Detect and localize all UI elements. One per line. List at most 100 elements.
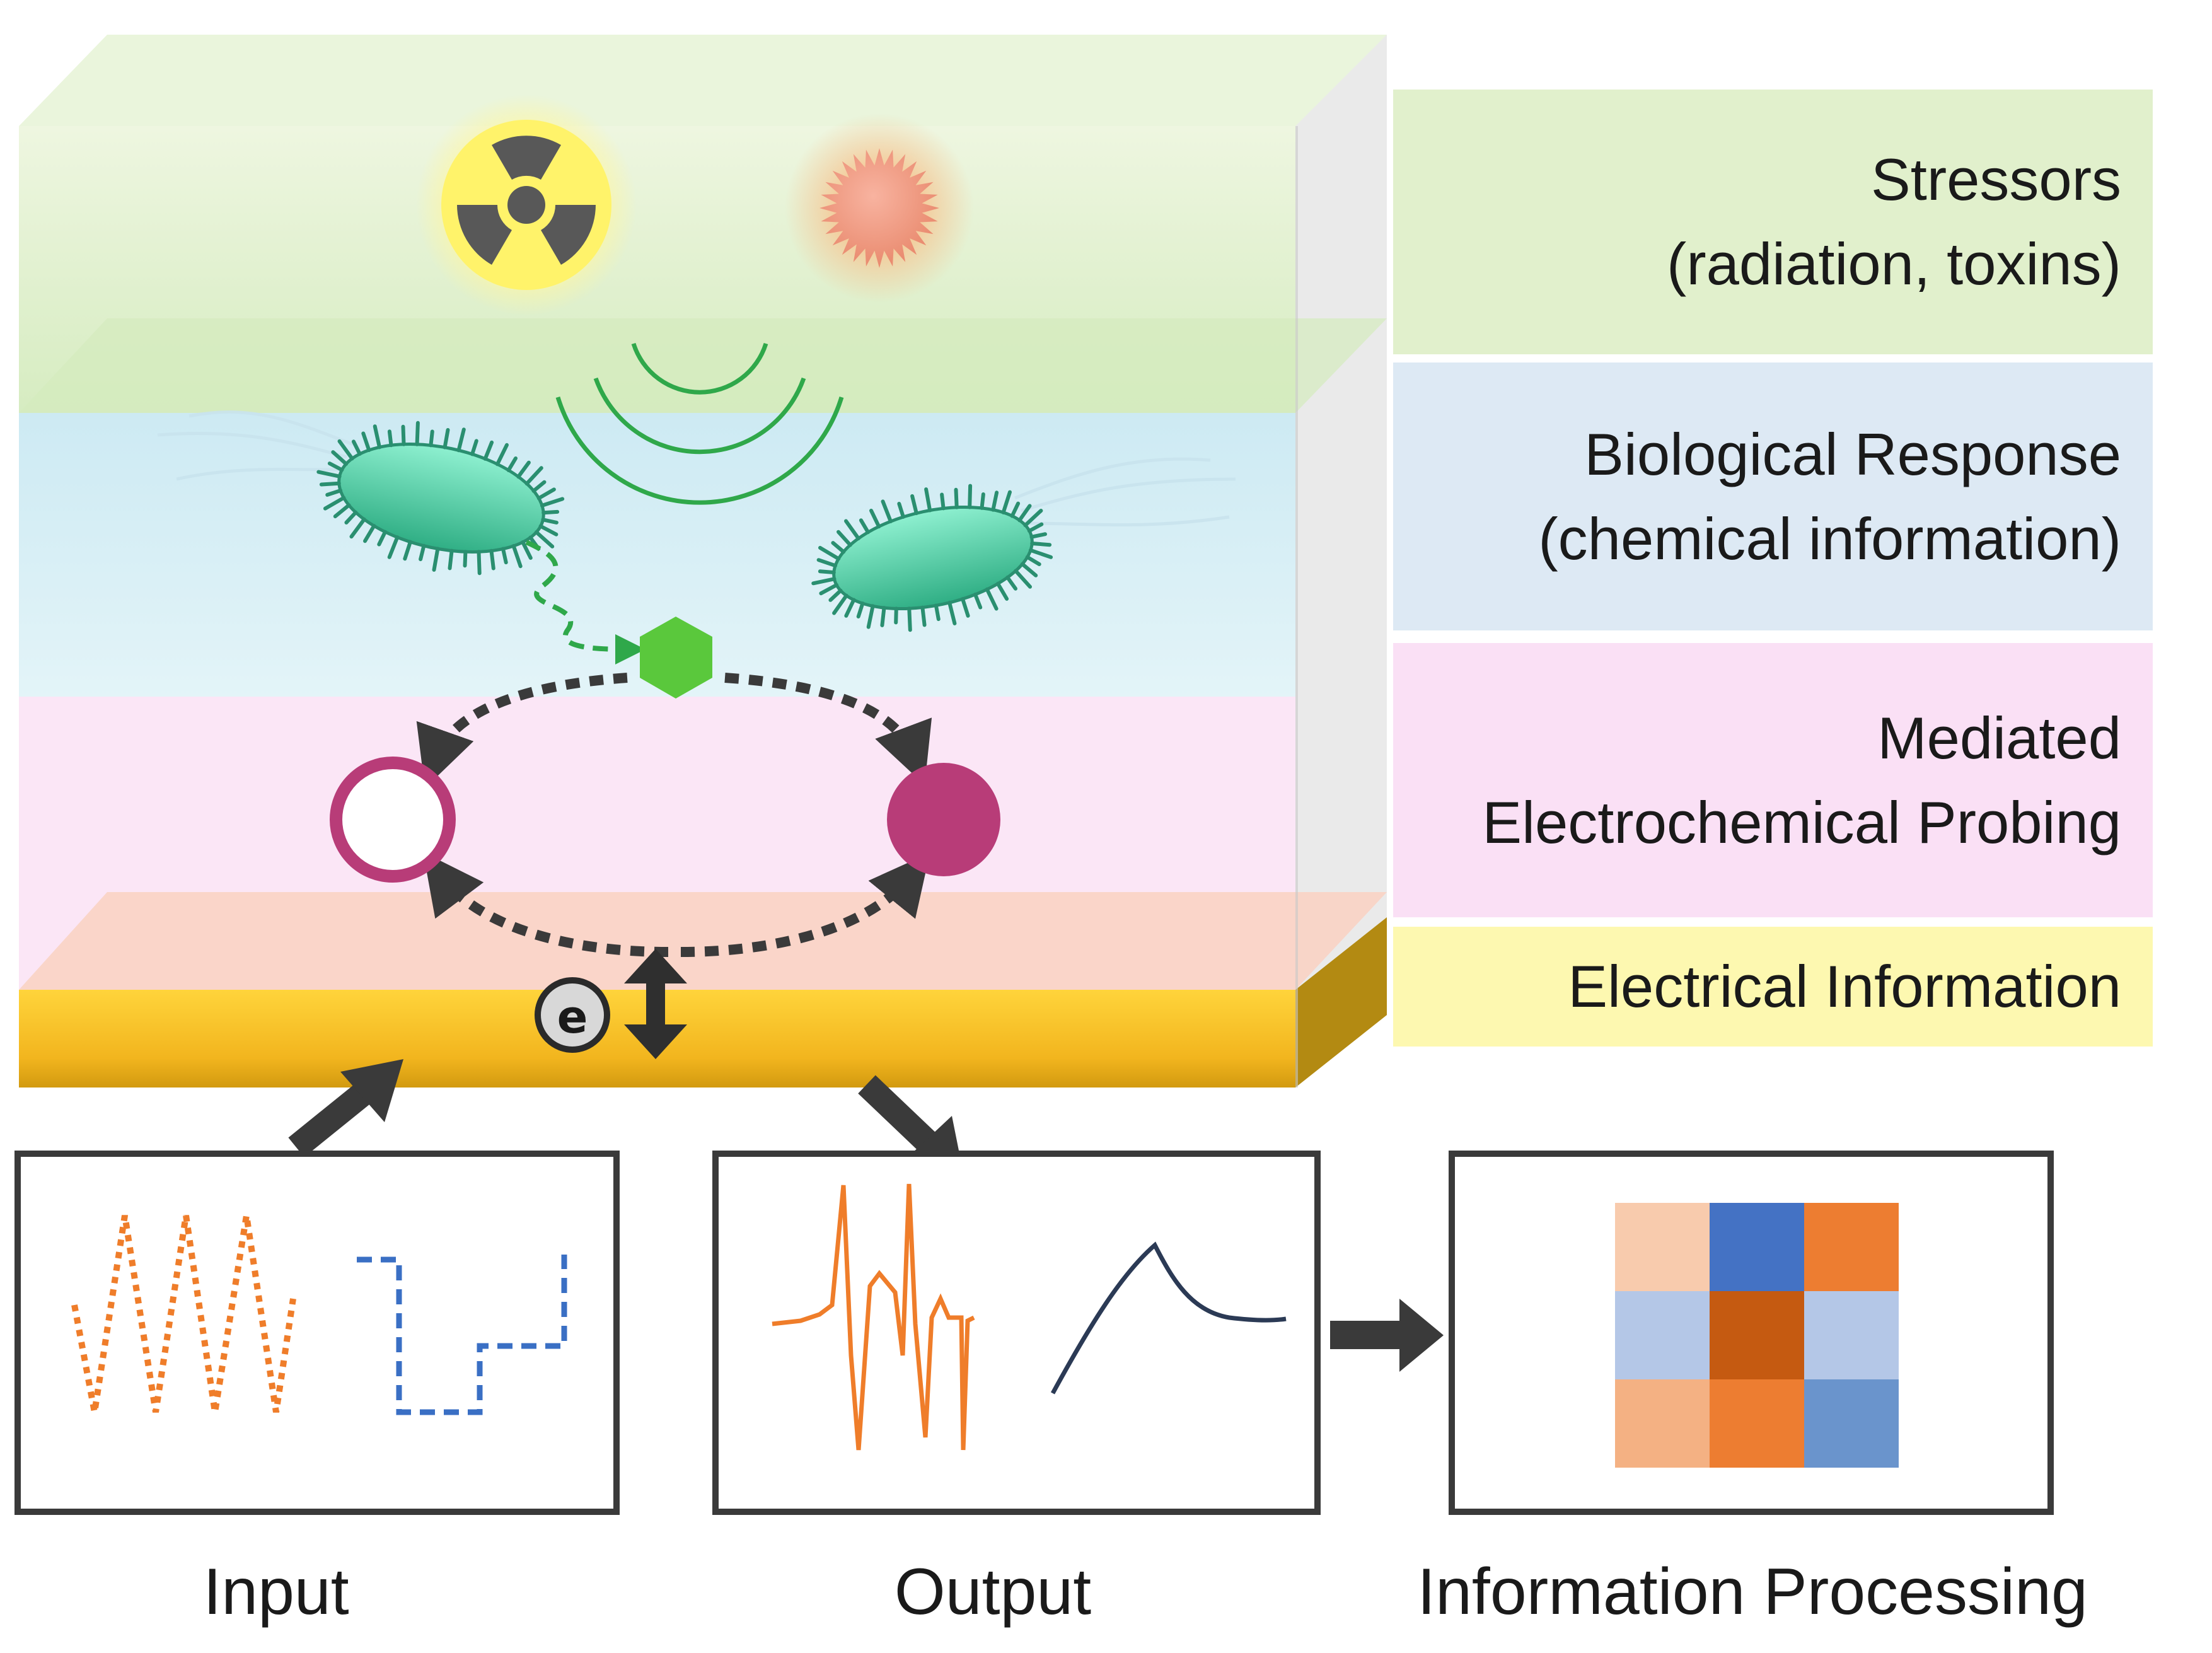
bacterium-right-icon bbox=[811, 457, 1236, 632]
bacterium-pilus bbox=[495, 443, 509, 467]
bacterium-pilus bbox=[1005, 575, 1017, 591]
bacterium-pilus bbox=[415, 420, 420, 446]
bacterium-pilus bbox=[501, 547, 508, 565]
processing-caption: Information Processing bbox=[1417, 1555, 2088, 1628]
bacterium-pilus bbox=[1030, 542, 1052, 547]
processing-arrow bbox=[1330, 1299, 1444, 1372]
block-top-face bbox=[19, 35, 1387, 126]
bacterium-pilus bbox=[319, 481, 341, 487]
bacterium-pilus bbox=[1010, 501, 1021, 518]
bacterium-pilus bbox=[524, 466, 543, 486]
bacterium-pilus bbox=[531, 480, 547, 493]
bacterium-pilus bbox=[541, 509, 560, 515]
bacterium-pilus bbox=[818, 545, 841, 561]
bacterium-pilus bbox=[1028, 548, 1053, 559]
bacterium-pilus bbox=[837, 530, 852, 547]
electrical-label: Electrical Information bbox=[1393, 927, 2153, 1047]
bacterium-pilus bbox=[859, 518, 870, 535]
bacterium-pilus bbox=[1025, 555, 1041, 566]
signal-waves-icon bbox=[555, 342, 844, 505]
electrical-title: Electrical Information bbox=[1568, 953, 2121, 1019]
stressors-label: Stressors (radiation, toxins) bbox=[1393, 90, 2153, 354]
bacterium-pilus bbox=[429, 429, 434, 448]
bacterium-pilus bbox=[897, 502, 905, 519]
bacterium-pilus bbox=[924, 487, 932, 513]
heatmap-cell bbox=[1804, 1379, 1899, 1468]
bacterium-pilus bbox=[337, 439, 354, 461]
bacterium-pilus bbox=[333, 503, 351, 519]
bacterium-pilus bbox=[880, 606, 886, 627]
bacterium-pilus bbox=[403, 540, 412, 561]
heatmap-cell bbox=[1804, 1291, 1899, 1379]
biological-subtitle: (chemical information) bbox=[1538, 505, 2121, 572]
bacterium-pilus bbox=[1020, 562, 1038, 577]
bacterium-left-icon bbox=[157, 410, 565, 576]
bacterium-pilus bbox=[1027, 522, 1044, 533]
redox-cycle-arrows bbox=[416, 673, 932, 957]
biological-title: Biological Response bbox=[1584, 420, 2121, 487]
bacterium-pilus bbox=[361, 431, 371, 452]
bacterium-pilus bbox=[1029, 532, 1047, 539]
heatmap-cell bbox=[1710, 1203, 1804, 1291]
bacterium-pilus bbox=[325, 489, 343, 497]
bacterium-pilus bbox=[947, 600, 957, 625]
bacterium-pilus bbox=[856, 601, 865, 618]
stressors-inner-plane bbox=[19, 318, 1387, 413]
bacterium-pilus bbox=[344, 510, 358, 525]
bacterium-pilus bbox=[991, 490, 999, 512]
bacterium-pilus bbox=[401, 424, 406, 446]
bacterium-pilus bbox=[511, 544, 523, 569]
output-panel bbox=[712, 1151, 1321, 1515]
output-voltammogram bbox=[772, 1183, 975, 1451]
bacterium-pilus bbox=[881, 499, 893, 523]
heatmap bbox=[1615, 1203, 1899, 1468]
electrode-side bbox=[1295, 917, 1387, 1088]
bacterium-pilus bbox=[1023, 509, 1043, 528]
output-chronoamperogram bbox=[1050, 1241, 1287, 1395]
reduced-mediator-icon bbox=[887, 763, 1000, 876]
bacterium-pilus bbox=[1017, 504, 1032, 523]
bacterium-pilus bbox=[419, 543, 426, 562]
heatmap-cell bbox=[1804, 1203, 1899, 1291]
bacterium-pilus bbox=[869, 508, 881, 529]
bacterium-pilus bbox=[540, 497, 565, 508]
bacterium-pilus bbox=[811, 577, 837, 586]
input-step-wave bbox=[357, 1255, 567, 1415]
bacterium-pilus bbox=[920, 605, 927, 627]
bacterium-pilus bbox=[996, 581, 1009, 601]
bacterium-pilus bbox=[828, 588, 843, 602]
bacterium-pilus bbox=[910, 494, 918, 516]
electron-transfer-arrow bbox=[624, 949, 687, 1059]
bacterium-pilus bbox=[349, 517, 366, 539]
bacterium-pilus bbox=[483, 440, 494, 461]
block-side-face bbox=[1295, 35, 1387, 1050]
bacterium-pilus bbox=[316, 470, 342, 478]
bacterium-pilus bbox=[907, 606, 912, 632]
bacterium-pilus bbox=[934, 603, 941, 622]
bacterium-pilus bbox=[866, 604, 875, 629]
bacterium-pilus bbox=[323, 496, 346, 511]
signal-molecule-icon bbox=[640, 617, 712, 699]
bacterium-pilus bbox=[819, 583, 839, 596]
input-triangle-wave bbox=[71, 1215, 296, 1413]
secretion-arrow bbox=[525, 540, 646, 664]
bacterium-pilus bbox=[541, 518, 559, 525]
bacterium-pilus bbox=[521, 540, 533, 560]
output-caption: Output bbox=[894, 1555, 1092, 1628]
bacterium-pilus bbox=[351, 439, 362, 456]
bacterium-pilus bbox=[331, 450, 349, 466]
bacterium-pilus bbox=[534, 530, 555, 548]
heatmap-cell bbox=[1615, 1379, 1710, 1468]
input-caption: Input bbox=[203, 1555, 349, 1628]
bacterium-pilus bbox=[536, 487, 556, 501]
bacterium-pilus bbox=[961, 597, 970, 618]
heatmap-cell bbox=[1710, 1379, 1804, 1468]
bacterium-pilus bbox=[844, 519, 860, 541]
bacterium-pilus bbox=[832, 593, 848, 615]
bacterium-pilus bbox=[489, 548, 495, 571]
bacterium-pilus bbox=[538, 524, 559, 536]
bacterium-pilus bbox=[448, 548, 454, 571]
bacterium-pilus bbox=[456, 427, 466, 453]
